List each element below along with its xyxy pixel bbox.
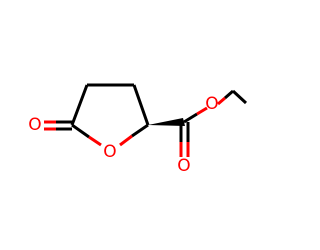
atom-label-ester-carbonyl-oxygen: O	[177, 156, 190, 176]
bond-carboxyl-c-to-ester-o-oxygen-half	[196, 106, 208, 116]
atom-label-ester-oxygen: O	[205, 94, 218, 114]
atom-label-lactone-carbonyl-oxygen: O	[28, 115, 41, 135]
bond-ester-o-to-ch2-oxygen-half	[217, 96, 226, 106]
atom-label-ring-oxygen: O	[103, 142, 116, 162]
bond-ring-c2-c3	[132, 84, 150, 126]
bond-ring-c5-o1-carbon-half	[71, 123, 90, 139]
molecule-structure-diagram: O O O O	[28, 83, 248, 176]
bond-stereo-wedge-c2-carboxyl	[148, 118, 185, 126]
bond-ring-c4-c5	[70, 84, 89, 126]
bond-ring-o1-c2-oxygen-half	[119, 134, 133, 147]
bond-carboxyl-c-to-ester-o-carbon-half	[183, 112, 198, 124]
bond-ch2-to-ch3	[231, 89, 248, 105]
bond-ring-o1-c2-carbon-half	[131, 123, 149, 138]
bond-ring-c5-o1-oxygen-half	[88, 135, 102, 147]
bond-ester-o-to-ch2-carbon-half	[224, 89, 234, 100]
